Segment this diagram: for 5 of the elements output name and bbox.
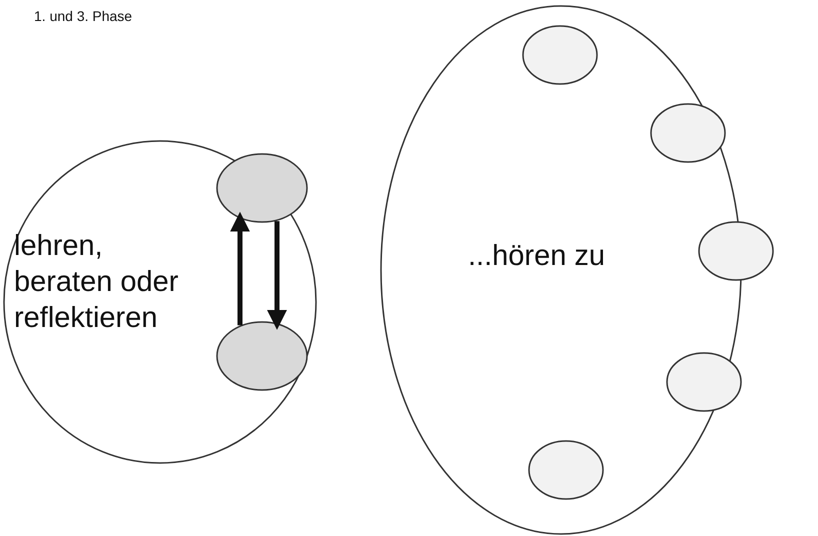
diagram-title: 1. und 3. Phase (34, 8, 132, 24)
group-label: lehren, beraten oder reflektieren (14, 229, 180, 336)
group-label: ...hören zu (468, 239, 606, 274)
arrow (230, 212, 250, 326)
arrow (267, 221, 287, 330)
